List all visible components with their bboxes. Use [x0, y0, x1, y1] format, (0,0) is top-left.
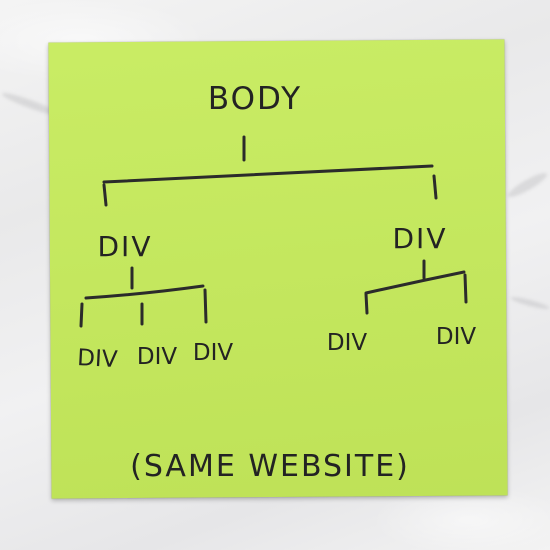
node-div-right-child-1: DIV	[327, 330, 367, 356]
left-div-stem-line	[102, 183, 108, 207]
node-div-right-child-2: DIV	[436, 324, 476, 350]
node-div-left-child-1: DIV	[77, 345, 119, 373]
node-div-right: DIV	[393, 222, 448, 255]
left-child3-stem-line	[203, 288, 208, 324]
right-child2-stem-line	[463, 273, 468, 304]
left-subtree-branch-line	[84, 284, 205, 300]
right-child1-stem-line	[364, 292, 369, 315]
node-div-left: DIV	[98, 230, 153, 263]
node-body: BODY	[208, 81, 302, 117]
node-div-left-child-2: DIV	[137, 344, 177, 370]
node-div-left-child-3: DIV	[193, 340, 233, 366]
right-subtree-branch-line	[364, 270, 466, 295]
caption-same-website: (SAME WEBSITE)	[130, 449, 410, 484]
tree-nodes: BODY DIV DIV DIV DIV DIV DIV DIV	[77, 81, 477, 373]
tree-connectors	[79, 135, 468, 328]
left-child1-stem-line	[79, 302, 84, 328]
right-div-stem-line	[432, 174, 438, 200]
level1-branch-line	[102, 164, 434, 184]
